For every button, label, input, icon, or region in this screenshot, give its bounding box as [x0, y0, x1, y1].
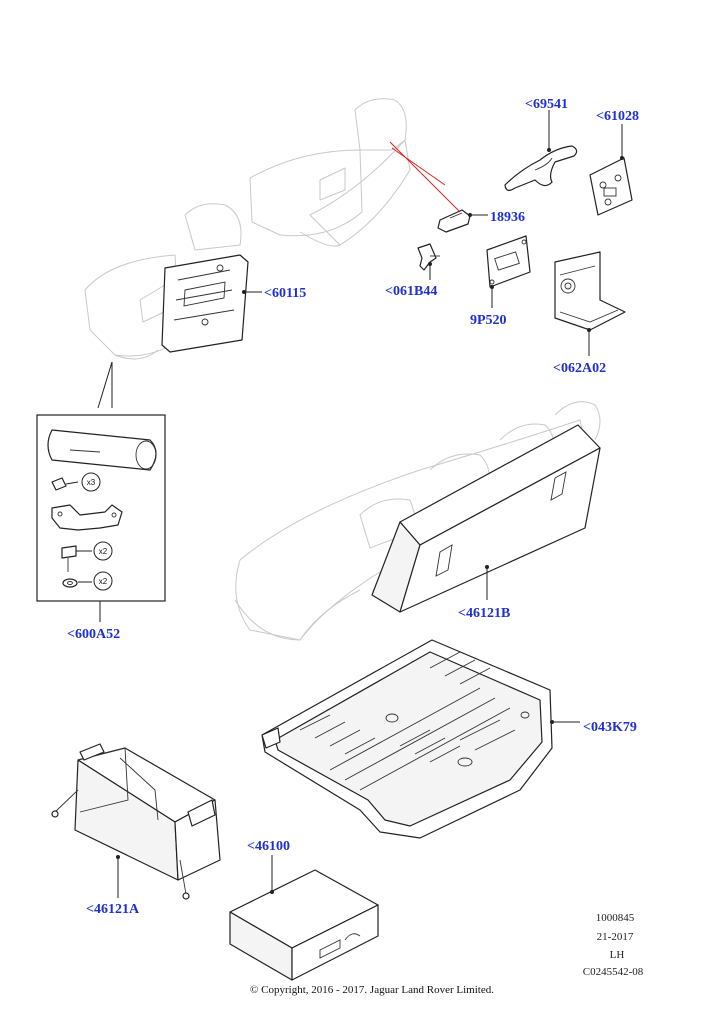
callout-46121B[interactable]: <46121B [458, 606, 510, 621]
callout-61028[interactable]: <61028 [596, 109, 639, 124]
hook-part [504, 145, 578, 191]
callout-46100[interactable]: <46100 [247, 839, 290, 854]
clip-part [417, 243, 440, 271]
callout-061B44[interactable]: <061B44 [385, 284, 437, 299]
meta-line-4: C0245542-08 [583, 966, 644, 978]
mounting-plate [589, 157, 633, 216]
load-cover-panel [371, 424, 601, 613]
callout-18936[interactable]: 18936 [490, 210, 525, 225]
callout-600A52[interactable]: <600A52 [67, 627, 120, 642]
meta-line-3: LH [610, 949, 625, 961]
qty-badge-screw: x3 [81, 472, 101, 492]
trim-plate [486, 235, 531, 288]
storage-organiser [51, 743, 221, 900]
callout-labels: <69541 <61028 18936 <061B44 9P520 <062A0… [67, 97, 639, 917]
leader-lines [97, 110, 624, 898]
kit-box [36, 414, 166, 602]
drawing-meta: 1000845 21-2017 LH C0245542-08 [583, 912, 644, 978]
storage-case [229, 869, 379, 981]
small-bracket [437, 209, 471, 233]
meta-line-1: 1000845 [596, 912, 635, 924]
cup-holder-tray [554, 251, 626, 331]
floor-panel [261, 639, 553, 839]
qty-label-washer: x2 [99, 577, 108, 586]
rear-seat-ghost-outline [249, 98, 411, 247]
callout-69541[interactable]: <69541 [525, 97, 568, 112]
qty-badge-bolt: x2 [93, 541, 113, 561]
callout-60115[interactable]: <60115 [264, 286, 306, 301]
qty-label-bolt: x2 [99, 547, 108, 556]
callout-062A02[interactable]: <062A02 [553, 361, 606, 376]
callout-46121A[interactable]: <46121A [86, 902, 140, 917]
qty-badge-washer: x2 [93, 571, 113, 591]
copyright-notice: © Copyright, 2016 - 2017. Jaguar Land Ro… [250, 984, 494, 996]
callout-9P520[interactable]: 9P520 [470, 313, 507, 328]
meta-line-2: 21-2017 [597, 931, 634, 943]
seat-back-panel [161, 254, 249, 353]
callout-043K79[interactable]: <043K79 [583, 720, 637, 735]
qty-label-screw: x3 [87, 478, 96, 487]
